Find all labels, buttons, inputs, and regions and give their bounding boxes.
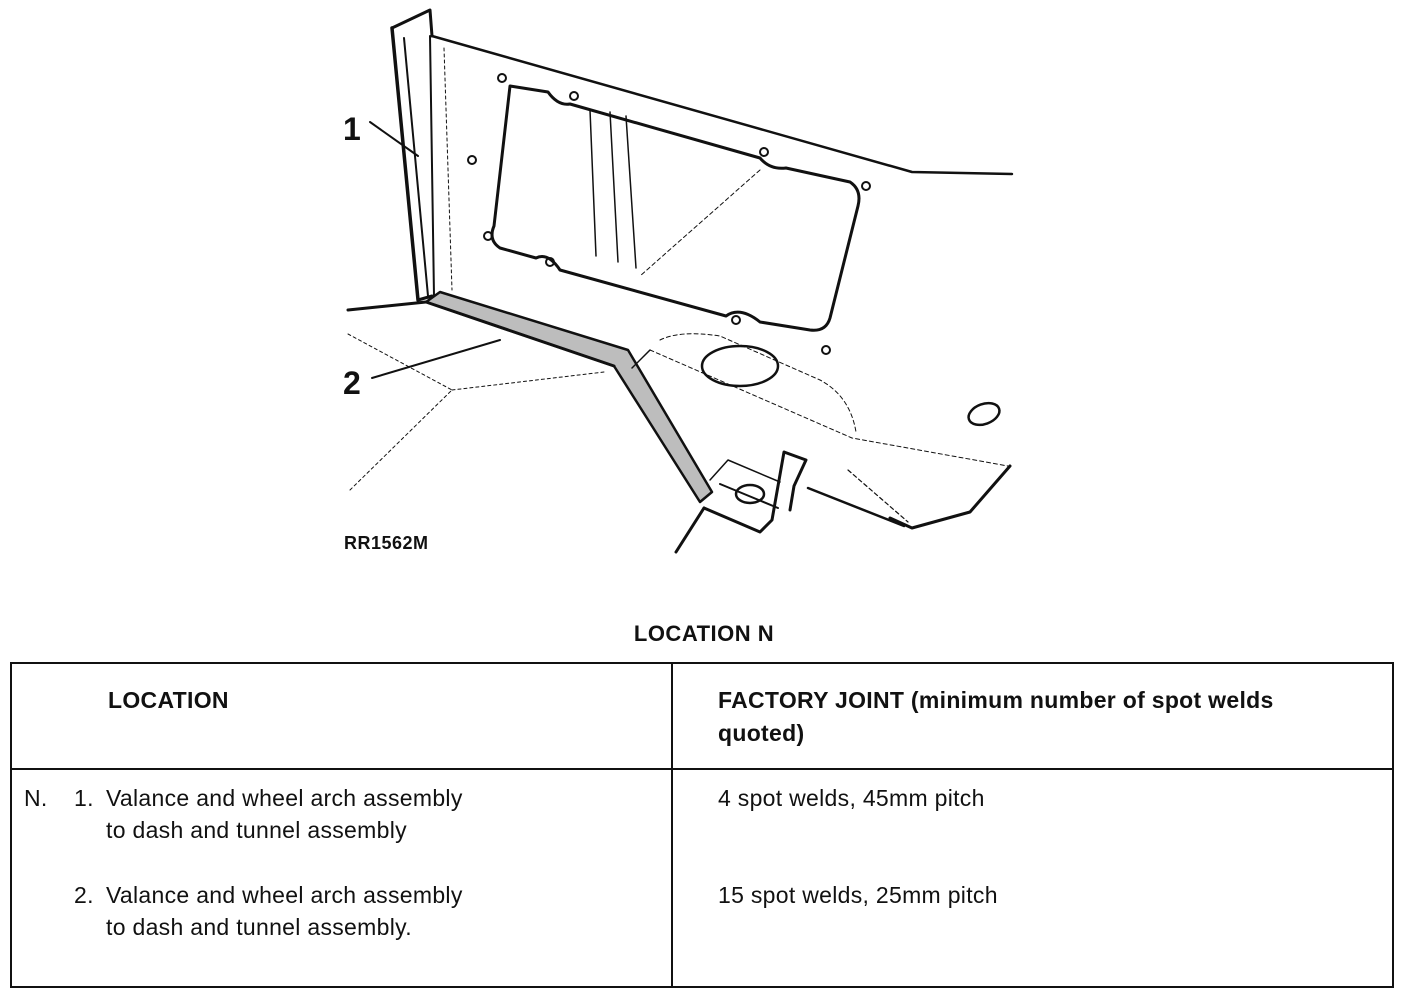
- factory-joint-2: 15 spot welds, 25mm pitch: [718, 882, 998, 908]
- bolt-holes: [467, 73, 871, 355]
- item-number: 2.: [74, 882, 94, 908]
- header-location: LOCATION: [108, 687, 229, 713]
- wheel-arch: [631, 333, 1009, 467]
- vertical-flange: [390, 8, 453, 302]
- panel-weld-diagram: [346, 8, 1014, 554]
- weld-seam: [424, 290, 714, 504]
- leader-lines: [369, 121, 501, 379]
- row-code: N.: [24, 785, 48, 811]
- factory-joint-1: 4 spot welds, 45mm pitch: [718, 785, 985, 811]
- item-location-text: Valance and wheel arch assembly to dash …: [106, 882, 463, 940]
- panel-aperture: [490, 84, 861, 332]
- construction-lines: [347, 333, 605, 491]
- dash-panel: [346, 34, 1014, 530]
- header-divider: [12, 768, 1392, 770]
- item-location-text: Valance and wheel arch assembly to dash …: [106, 785, 463, 843]
- header-factory-joint: FACTORY JOINT (minimum number of spot we…: [718, 687, 1274, 746]
- figure-reference: RR1562M: [344, 533, 429, 553]
- callout-1-label: 1: [343, 111, 361, 147]
- factory-joint-table: LOCATION FACTORY JOINT (minimum number o…: [10, 662, 1394, 988]
- mounting-bracket: [674, 450, 808, 554]
- section-title: LOCATION N: [633, 621, 775, 646]
- item-number: 1.: [74, 785, 94, 811]
- callout-2-label: 2: [343, 365, 361, 401]
- column-divider: [671, 664, 673, 986]
